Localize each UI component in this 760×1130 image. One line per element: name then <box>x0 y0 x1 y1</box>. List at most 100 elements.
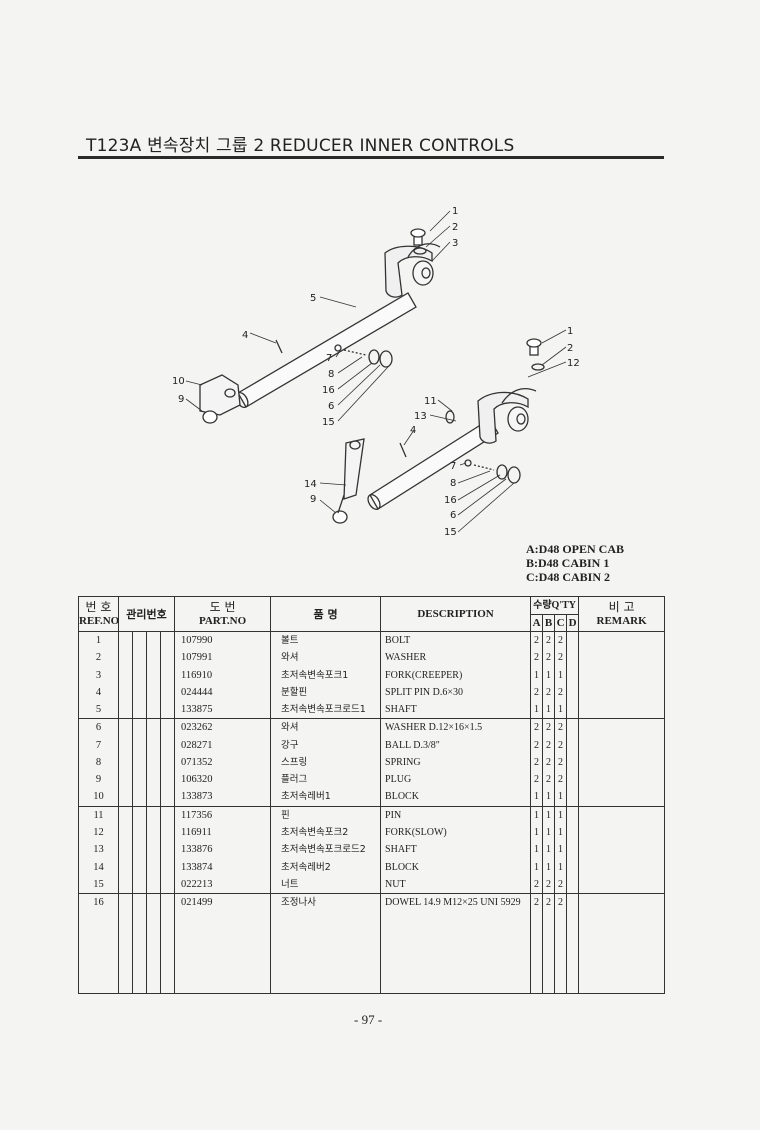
part-no-cell: 133876 <box>174 841 272 859</box>
callout-l9: 9 <box>310 494 316 505</box>
qty-c-cell: 2 <box>554 683 568 702</box>
empty-cell <box>118 911 133 995</box>
qty-a-cell: 1 <box>530 666 544 684</box>
callout-u10: 10 <box>172 376 185 387</box>
qty-c-cell: 2 <box>554 875 568 894</box>
qty-a-cell: 2 <box>530 753 544 772</box>
description-cell: NUT <box>380 875 532 894</box>
qty-d-cell <box>566 666 580 684</box>
empty-cell <box>578 911 666 995</box>
callout-l11: 11 <box>424 396 437 407</box>
mgmt-cell-4 <box>159 788 176 807</box>
qty-c-cell: 1 <box>554 666 568 684</box>
callout-u16: 16 <box>322 385 335 396</box>
qty-d-cell <box>566 631 580 650</box>
qty-d-cell <box>566 771 580 789</box>
mgmt-cell-3 <box>146 718 161 737</box>
mgmt-cell-3 <box>146 858 161 876</box>
part-no-cell: 116911 <box>174 823 272 842</box>
qty-b-cell: 2 <box>542 753 556 772</box>
ref-cell: 5 <box>78 701 119 720</box>
qty-b-cell: 1 <box>542 858 556 876</box>
callout-u15: 15 <box>322 417 335 428</box>
part-no-cell: 117356 <box>174 806 272 824</box>
qty-a-cell: 2 <box>530 631 544 650</box>
mgmt-cell-4 <box>159 858 176 876</box>
ref-cell: 10 <box>78 788 119 807</box>
ref-cell: 4 <box>78 683 119 702</box>
mgmt-cell-3 <box>146 771 161 789</box>
korean-name-cell: 너트 <box>270 875 382 894</box>
table-filler-row <box>78 911 666 995</box>
mgmt-cell-1 <box>118 823 133 842</box>
qty-c-cell: 2 <box>554 736 568 754</box>
header-part: 도 번 PART.NO <box>174 596 272 632</box>
qty-b-cell: 2 <box>542 718 556 737</box>
table-header-row: 번 호 REF.NO 관리번호 도 번 PART.NO 품 명 DESCRIPT… <box>78 596 666 632</box>
korean-name-cell: 초저속변속포크2 <box>270 823 382 842</box>
qty-c-cell: 2 <box>554 771 568 789</box>
korean-name-cell: 초저속레버2 <box>270 858 382 876</box>
callout-l1: 1 <box>567 326 573 337</box>
callout-l15: 15 <box>444 527 457 538</box>
description-cell: SPLIT PIN D.6×30 <box>380 683 532 702</box>
qty-d-cell <box>566 753 580 772</box>
callout-u6: 6 <box>328 401 334 412</box>
empty-cell <box>146 911 161 995</box>
qty-b-cell: 2 <box>542 875 556 894</box>
qty-a-cell: 1 <box>530 858 544 876</box>
qty-c-cell: 1 <box>554 701 568 720</box>
part-no-cell: 133875 <box>174 701 272 720</box>
remark-cell <box>578 771 666 789</box>
part-no-cell: 023262 <box>174 718 272 737</box>
part-no-cell: 107991 <box>174 649 272 667</box>
mgmt-cell-2 <box>132 736 147 754</box>
mgmt-cell-2 <box>132 823 147 842</box>
legend-a: A:D48 OPEN CAB <box>526 542 624 556</box>
header-desc: DESCRIPTION <box>380 596 532 632</box>
part-no-cell: 116910 <box>174 666 272 684</box>
ref-cell: 13 <box>78 841 119 859</box>
ref-cell: 16 <box>78 893 119 912</box>
remark-cell <box>578 649 666 667</box>
mgmt-cell-4 <box>159 806 176 824</box>
ref-cell: 8 <box>78 753 119 772</box>
mgmt-cell-2 <box>132 701 147 720</box>
korean-name-cell: 초저속변속포크로드1 <box>270 701 382 720</box>
mgmt-cell-2 <box>132 753 147 772</box>
remark-cell <box>578 788 666 807</box>
part-no-cell: 022213 <box>174 875 272 894</box>
qty-d-cell <box>566 893 580 912</box>
part-no-cell: 106320 <box>174 771 272 789</box>
mgmt-cell-2 <box>132 771 147 789</box>
mgmt-cell-2 <box>132 683 147 702</box>
empty-cell <box>159 911 176 995</box>
remark-cell <box>578 875 666 894</box>
mgmt-cell-2 <box>132 841 147 859</box>
qty-b-cell: 1 <box>542 841 556 859</box>
remark-cell <box>578 631 666 650</box>
mgmt-cell-2 <box>132 806 147 824</box>
mgmt-cell-3 <box>146 875 161 894</box>
callout-u5: 5 <box>310 293 316 304</box>
part-no-cell: 071352 <box>174 753 272 772</box>
callout-l7: 7 <box>450 461 456 472</box>
empty-cell <box>132 911 147 995</box>
mgmt-cell-2 <box>132 649 147 667</box>
mgmt-cell-1 <box>118 649 133 667</box>
header-name: 품 명 <box>270 596 382 632</box>
mgmt-cell-4 <box>159 823 176 842</box>
callout-l8: 8 <box>450 478 456 489</box>
qty-b-cell: 1 <box>542 666 556 684</box>
qty-b-cell: 2 <box>542 893 556 912</box>
mgmt-cell-2 <box>132 858 147 876</box>
qty-b-cell: 2 <box>542 683 556 702</box>
